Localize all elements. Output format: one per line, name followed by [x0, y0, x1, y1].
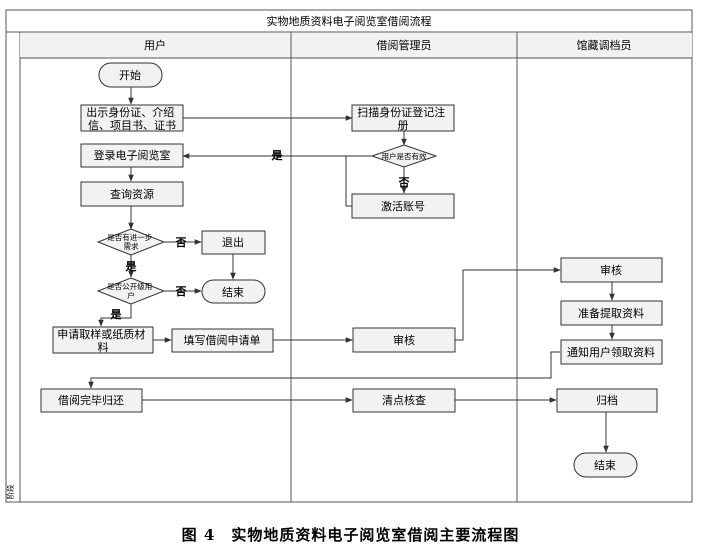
- process-scan-id: 扫描身份证登记注 册: [351, 104, 455, 132]
- process-query: 查询资源: [80, 181, 184, 207]
- process-login: 登录电子阅览室: [80, 143, 184, 168]
- process-prepare: 准备提取资料: [560, 300, 663, 326]
- flowchart-diagram: 实物地质资料电子阅览室借阅流程 阶段 用户 借阅管理员 馆藏调档员 开始: [5, 9, 693, 503]
- start-label: 开始: [119, 68, 141, 82]
- review-admin-label: 审核: [393, 333, 415, 347]
- need-more-label: 是否有进一步 需求: [107, 232, 154, 251]
- is-public-label: 是否公开级用 户: [107, 281, 154, 300]
- process-fill-form: 填写借阅申请单: [171, 328, 274, 353]
- connectors: [88, 87, 615, 453]
- process-apply: 申请取样或纸质材 料: [52, 326, 154, 354]
- process-review-admin: 审核: [352, 327, 456, 353]
- user-valid-label: 用户是否有效: [382, 151, 427, 161]
- process-show-id: 出示身份证、介绍 信、项目书、证书: [80, 104, 184, 132]
- branch-public-no: 否: [175, 285, 187, 298]
- show-id-label: 出示身份证、介绍 信、项目书、证书: [86, 105, 178, 132]
- archive-label: 归档: [596, 393, 618, 407]
- branch-need-no: 否: [175, 236, 187, 249]
- branch-valid-yes: 是: [271, 149, 284, 162]
- end-final-label: 结束: [594, 459, 616, 472]
- query-label: 查询资源: [110, 187, 154, 201]
- decision-is-public: 是否公开级用 户: [96, 277, 166, 305]
- process-return: 借阅完毕归还: [40, 388, 143, 413]
- branch-valid-no: 否: [398, 176, 410, 189]
- end-user-node: 结束: [201, 279, 266, 304]
- process-archive: 归档: [556, 388, 658, 413]
- prepare-label: 准备提取资料: [578, 306, 644, 320]
- apply-label: 申请取样或纸质材 料: [57, 327, 149, 354]
- review-archive-label: 审核: [600, 263, 622, 277]
- lane-header-user: 用户: [144, 38, 166, 52]
- notify-label: 通知用户领取资料: [567, 345, 655, 359]
- process-activate: 激活账号: [351, 193, 455, 219]
- lane-header-admin: 借阅管理员: [377, 38, 432, 52]
- start-node: 开始: [98, 62, 163, 88]
- scan-id-label: 扫描身份证登记注 册: [357, 105, 449, 132]
- process-exit: 退出: [201, 230, 266, 255]
- decision-need-more: 是否有进一步 需求: [96, 228, 166, 256]
- login-label: 登录电子阅览室: [94, 148, 171, 162]
- activate-label: 激活账号: [381, 199, 425, 213]
- figure-caption: 图 4 实物地质资料电子阅览室借阅主要流程图: [181, 526, 520, 544]
- process-check: 清点核查: [352, 388, 456, 413]
- branch-need-yes: 是: [125, 260, 138, 273]
- end-final-node: 结束: [573, 452, 638, 478]
- check-label: 清点核查: [382, 393, 426, 407]
- decision-user-valid: 用户是否有效: [370, 144, 438, 168]
- process-review-archive: 审核: [560, 257, 663, 283]
- exit-label: 退出: [222, 235, 244, 249]
- fill-form-label: 填写借阅申请单: [184, 333, 261, 347]
- return-label: 借阅完毕归还: [58, 393, 124, 407]
- end-user-label: 结束: [222, 286, 244, 299]
- branch-public-yes: 是: [110, 308, 123, 321]
- process-notify: 通知用户领取资料: [560, 339, 663, 365]
- diagram-title: 实物地质资料电子阅览室借阅流程: [267, 14, 432, 28]
- lane-header-archivist: 馆藏调档员: [577, 38, 632, 52]
- stage-label: 阶段: [5, 484, 15, 499]
